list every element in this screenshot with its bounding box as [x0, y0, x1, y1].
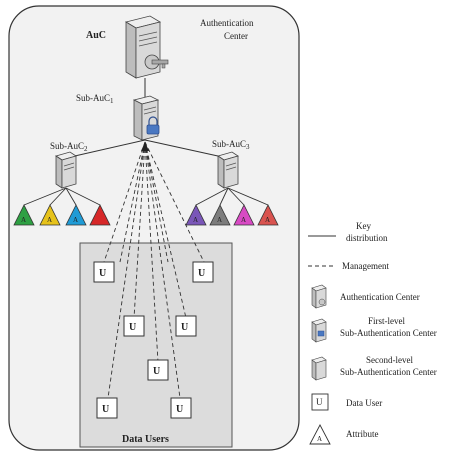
legend-data-user-box: [311, 393, 329, 411]
legend-second-level-line2: Sub-Authentication Center: [340, 367, 437, 377]
data-user-box: [147, 359, 169, 381]
sub-auc3-label: Sub-AuC3: [212, 139, 250, 151]
data-users: U U U U U U U: [93, 261, 214, 419]
attribute-label: A: [241, 216, 246, 224]
attribute-icon: [209, 204, 231, 226]
attributes-right: A A A A: [185, 204, 279, 226]
data-user-label: U: [129, 322, 136, 333]
data-users-label: Data Users: [122, 434, 169, 445]
data-user-box: [175, 315, 197, 337]
data-user-label: U: [181, 322, 188, 333]
attribute-label: A: [47, 216, 52, 224]
legend-second-level-icon: [311, 356, 327, 381]
attribute-icon: [39, 204, 61, 226]
legend-key-distribution-line2: distribution: [346, 233, 388, 243]
legend-first-level-line1: First-level: [368, 316, 405, 326]
data-user-label: U: [198, 268, 205, 279]
authentication-center-title-line2: Center: [224, 31, 248, 41]
attribute-icon: [185, 204, 207, 226]
legend-first-level-icon: [311, 318, 327, 343]
sub-auc2-label-text: Sub-AuC: [50, 141, 84, 151]
sub-auc3-label-subscript: 3: [246, 143, 250, 151]
sub-auc1-to-sub-auc2-line: [65, 139, 146, 159]
auc-server-icon: [124, 15, 169, 79]
attributes-left: A A A: [13, 204, 111, 226]
sub-auc1-to-sub-auc3-line: [144, 139, 228, 159]
legend-attribute-label: Attribute: [346, 429, 379, 439]
second-level-server-icon-left: [55, 151, 77, 189]
attribute-icon: [233, 204, 255, 226]
legend-auc-server-icon: [311, 284, 327, 309]
legend-second-level-line1: Second-level: [366, 355, 413, 365]
attribute-label: A: [73, 216, 78, 224]
sub-auc1-label-text: Sub-AuC: [76, 93, 110, 103]
legend-authentication-center-label: Authentication Center: [340, 292, 420, 302]
second-level-server-icon-right: [217, 151, 239, 189]
data-user-box: [123, 315, 145, 337]
attribute-icon: [257, 204, 279, 226]
data-user-box: [192, 261, 214, 283]
management-origin-marker: [141, 142, 149, 151]
attribute-label: A: [21, 216, 26, 224]
legend-first-level-line2: Sub-Authentication Center: [340, 328, 437, 338]
sub-auc2-label: Sub-AuC2: [50, 141, 88, 153]
data-user-label: U: [176, 404, 183, 415]
authentication-center-title-line1: Authentication: [200, 18, 254, 28]
data-user-label: U: [99, 268, 106, 279]
sub-auc1-label: Sub-AuC1: [76, 93, 114, 105]
legend-management-label: Management: [342, 261, 389, 271]
auc-label: AuC: [86, 30, 106, 41]
management-lines: [103, 141, 205, 399]
data-user-label: U: [102, 404, 109, 415]
sub-auc3-attribute-lines: [195, 187, 269, 206]
sub-auc3-label-text: Sub-AuC: [212, 139, 246, 149]
data-user-label: U: [153, 366, 160, 377]
attribute-icon: [13, 204, 35, 226]
legend-key-distribution-line1: Key: [356, 221, 371, 231]
sub-auc2-label-subscript: 2: [84, 145, 88, 153]
data-user-box: [170, 397, 192, 419]
sub-auc1-label-subscript: 1: [110, 97, 114, 105]
attribute-icon: [65, 204, 87, 226]
attribute-label: A: [217, 216, 222, 224]
legend-data-user-label: Data User: [346, 398, 382, 408]
legend: Key distribution Management Authenticati…: [308, 221, 437, 445]
legend-attribute-symbol: A: [317, 435, 322, 443]
attribute-label: A: [193, 216, 198, 224]
data-user-box: [96, 397, 118, 419]
legend-attribute-icon: [309, 424, 331, 445]
attribute-icon: [89, 204, 111, 226]
data-user-box: [93, 261, 115, 283]
first-level-server-icon: [132, 95, 160, 141]
sub-auc2-attribute-lines: [23, 187, 101, 206]
legend-data-user-symbol: U: [316, 397, 323, 407]
attribute-label: A: [265, 216, 270, 224]
